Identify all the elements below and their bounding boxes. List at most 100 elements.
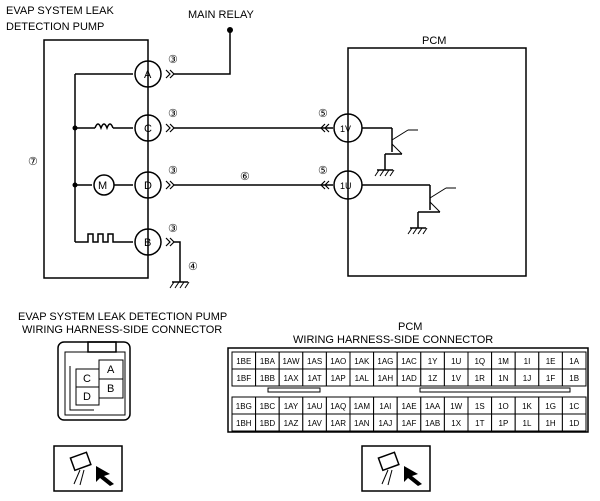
svg-text:1O: 1O <box>498 402 509 411</box>
pcm-pin-1as: 1AS <box>302 351 327 370</box>
pcm-pin-1ax: 1AX <box>278 368 304 387</box>
pcm-pin-1ai: 1AI <box>373 396 398 415</box>
pump-terminal-a: A <box>134 60 162 88</box>
svg-text:1AV: 1AV <box>307 419 322 428</box>
svg-text:1K: 1K <box>522 402 532 411</box>
pcm-pin-1w: 1W <box>443 396 469 415</box>
transistor-1v-icon <box>362 127 418 177</box>
pcm-pin-1a: 1A <box>561 351 587 370</box>
svg-text:1S: 1S <box>475 402 485 411</box>
pcm-pin-1an: 1AN <box>349 413 375 432</box>
pcm-pin-1z: 1Z <box>420 368 445 387</box>
svg-text:1B: 1B <box>569 374 579 383</box>
svg-text:1V: 1V <box>451 374 461 383</box>
pump-pin-b: B <box>107 383 114 395</box>
svg-text:1BC: 1BC <box>260 402 276 411</box>
pump-title-line1: EVAP SYSTEM LEAK <box>6 5 114 17</box>
junction-d <box>72 182 78 188</box>
pcm-pin-1al: 1AL <box>349 368 375 387</box>
svg-text:1H: 1H <box>545 419 555 428</box>
svg-text:B: B <box>144 237 151 249</box>
pcm-pin-1f: 1F <box>538 368 563 387</box>
svg-text:D: D <box>144 180 152 192</box>
pcm-pin-1ac: 1AC <box>396 351 422 370</box>
pcm-pin-1aq: 1AQ <box>325 396 351 415</box>
callout-three-b: ③ <box>168 223 178 235</box>
pcm-pin-1x: 1X <box>443 413 469 432</box>
callout-three-d: ③ <box>168 165 178 177</box>
pcm-pin-1ay: 1AY <box>278 396 304 415</box>
pcm-pin-1ao: 1AO <box>325 351 351 370</box>
pump-connector-title-line1: EVAP SYSTEM LEAK DETECTION PUMP <box>18 311 227 323</box>
pcm-pin-1af: 1AF <box>396 413 422 432</box>
pump-connector-face: A C B D <box>57 341 131 421</box>
pcm-pin-1l: 1L <box>514 413 540 432</box>
svg-text:1AK: 1AK <box>354 357 370 366</box>
pcm-pin-1p: 1P <box>491 413 516 432</box>
pcm-pin-1bd: 1BD <box>255 413 280 432</box>
svg-text:1U: 1U <box>451 357 461 366</box>
svg-text:1X: 1X <box>451 419 461 428</box>
svg-text:1AW: 1AW <box>282 357 299 366</box>
pcm-pin-1am: 1AM <box>349 396 375 415</box>
svg-text:1AT: 1AT <box>308 374 322 383</box>
callout-three-a: ③ <box>168 54 178 66</box>
junction-c <box>72 125 78 131</box>
callout-four: ④ <box>188 261 198 273</box>
pcm-pin-1bh: 1BH <box>231 413 257 432</box>
pcm-pin-1r: 1R <box>467 368 493 387</box>
pcm-pin-1bc: 1BC <box>255 396 280 415</box>
svg-text:1Z: 1Z <box>428 374 437 383</box>
svg-text:1Y: 1Y <box>428 357 438 366</box>
pcm-pin-1bb: 1BB <box>255 368 280 387</box>
wire-b-ground <box>174 241 181 282</box>
svg-text:1F: 1F <box>546 374 555 383</box>
svg-text:1N: 1N <box>498 374 508 383</box>
pcm-pin-1y: 1Y <box>420 351 445 370</box>
svg-text:1AZ: 1AZ <box>284 419 299 428</box>
pump-terminal-b: B <box>134 228 162 256</box>
pcm-pin-1ar: 1AR <box>325 413 351 432</box>
svg-text:1G: 1G <box>545 402 556 411</box>
pcm-pin-1ak: 1AK <box>349 351 375 370</box>
svg-text:1AL: 1AL <box>355 374 370 383</box>
svg-text:1AN: 1AN <box>354 419 370 428</box>
pcm-pin-1h: 1H <box>538 413 563 432</box>
svg-text:1BF: 1BF <box>236 374 251 383</box>
svg-text:1T: 1T <box>475 419 484 428</box>
pcm-pin-1e: 1E <box>538 351 563 370</box>
svg-text:1AX: 1AX <box>283 374 299 383</box>
pump-terminal-c: C <box>134 114 162 142</box>
pcm-pin-1az: 1AZ <box>278 413 304 432</box>
view-direction-icon-pump <box>53 445 123 492</box>
pcm-outline <box>347 47 527 277</box>
pcm-pin-1v: 1V <box>443 368 469 387</box>
pcm-connector-title-line2: WIRING HARNESS-SIDE CONNECTOR <box>293 334 493 346</box>
pump-title-line2: DETECTION PUMP <box>6 21 104 33</box>
callout-seven: ⑦ <box>28 156 38 168</box>
svg-text:1AD: 1AD <box>401 374 417 383</box>
pcm-label: PCM <box>422 35 446 47</box>
svg-text:1AQ: 1AQ <box>330 402 346 411</box>
svg-text:1R: 1R <box>475 374 485 383</box>
svg-text:1AG: 1AG <box>377 357 393 366</box>
pcm-pin-1ap: 1AP <box>325 368 351 387</box>
svg-text:1C: 1C <box>569 402 579 411</box>
pump-pin-d: D <box>83 391 91 403</box>
pcm-pin-1at: 1AT <box>302 368 327 387</box>
svg-text:1BG: 1BG <box>236 402 252 411</box>
callout-three-c: ③ <box>168 108 178 120</box>
svg-text:1D: 1D <box>569 419 579 428</box>
svg-text:1BE: 1BE <box>236 357 251 366</box>
pump-terminal-d: D <box>134 171 162 199</box>
svg-text:1AS: 1AS <box>307 357 322 366</box>
view-direction-icon-pcm <box>361 445 431 492</box>
wire-a-main-relay <box>174 30 231 75</box>
pcm-pin-1j: 1J <box>514 368 540 387</box>
pcm-pin-1g: 1G <box>538 396 563 415</box>
svg-text:M: M <box>98 180 107 192</box>
heater-icon <box>75 233 133 243</box>
pcm-pin-1b: 1B <box>561 368 587 387</box>
pcm-pin-1aw: 1AW <box>278 351 304 370</box>
